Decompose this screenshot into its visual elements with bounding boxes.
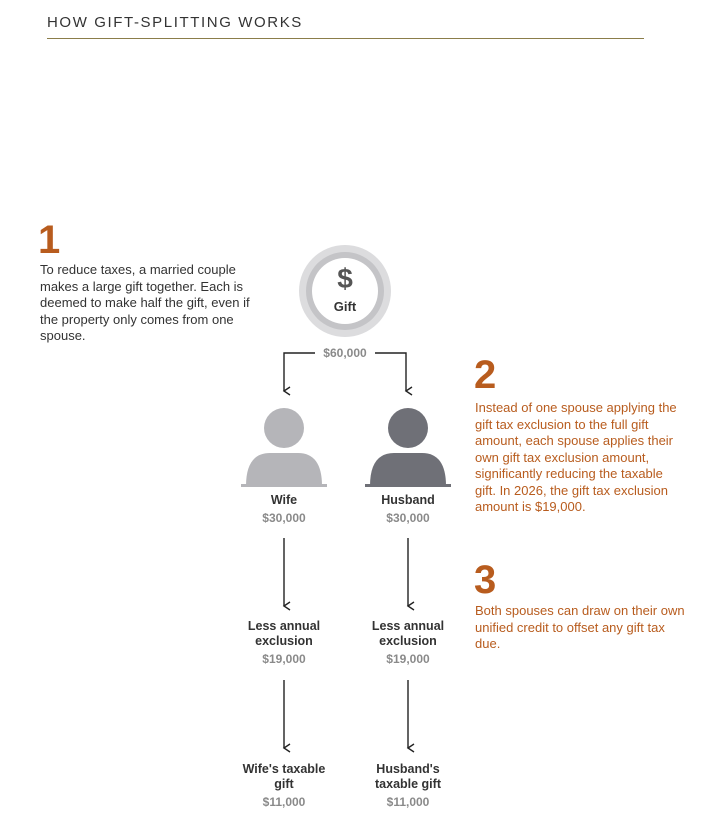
step-2-number: 2 (474, 353, 497, 397)
husband-amount: $30,000 (386, 511, 430, 525)
header-divider (47, 38, 644, 39)
wife-taxable-amount: $11,000 (262, 795, 306, 809)
wife-taxable-node: Wife's taxable gift $11,000 (239, 762, 329, 809)
wife-exclusion-node: Less annual exclusion $19,000 (239, 619, 329, 666)
husband-label: Husband (381, 493, 435, 507)
step-1-number: 1 (38, 218, 61, 262)
gift-total-amount: $60,000 (323, 346, 367, 360)
husband-taxable-label: Husband's taxable gift (375, 762, 441, 791)
step-2-text: Instead of one spouse applying the gift … (475, 400, 677, 514)
husband-exclusion-node: Less annual exclusion $19,000 (363, 619, 453, 666)
gift-label: Gift (333, 299, 357, 314)
wife-taxable-label: Wife's taxable gift (242, 762, 326, 791)
husband-taxable-node: Husband's taxable gift $11,000 (358, 762, 458, 809)
page-title: HOW GIFT-SPLITTING WORKS (47, 14, 303, 31)
dollar-coin-icon (299, 245, 391, 337)
step-3-number: 3 (474, 558, 497, 602)
wife-node: Wife $30,000 (234, 493, 334, 525)
husband-exclusion-label: Less annual exclusion (371, 619, 445, 648)
husband-taxable-amount: $11,000 (386, 795, 430, 809)
wife-amount: $30,000 (262, 511, 306, 525)
husband-person-icon (365, 408, 451, 487)
wife-person-icon (241, 408, 327, 487)
flow-arrows (282, 538, 415, 753)
gift-dollar-sign: $ (337, 263, 353, 294)
husband-exclusion-amount: $19,000 (386, 652, 430, 666)
wife-exclusion-amount: $19,000 (262, 652, 306, 666)
step-1-text: To reduce taxes, a married couple makes … (40, 262, 250, 343)
step-3-text: Both spouses can draw on their own unifi… (475, 603, 685, 651)
wife-label: Wife (270, 493, 298, 507)
split-connector (282, 352, 413, 396)
husband-node: Husband $30,000 (358, 493, 458, 525)
wife-exclusion-label: Less annual exclusion (247, 619, 321, 648)
